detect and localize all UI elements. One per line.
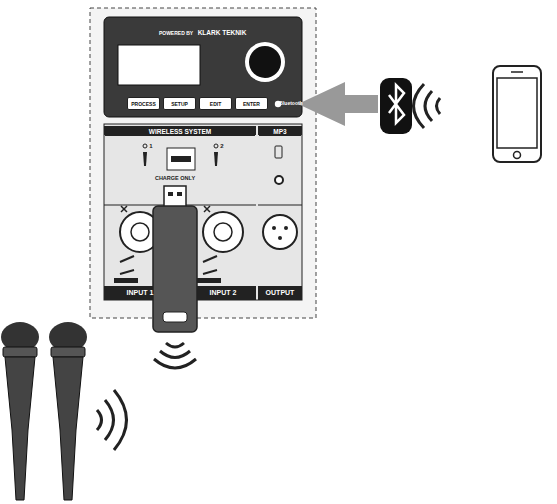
button: ENTER: [235, 97, 268, 110]
section-heading: MP3: [258, 126, 302, 135]
panel-label: INPUT 2: [210, 289, 237, 296]
knob: [249, 46, 281, 78]
microphone: [1, 322, 39, 500]
smartphone: [493, 66, 541, 162]
led: [143, 144, 147, 148]
xlr-output: [263, 215, 297, 249]
phone-icon: [275, 146, 282, 158]
io-panel: [104, 124, 302, 300]
panel-label: INPUT 1: [127, 289, 154, 296]
section-heading: WIRELESS SYSTEM: [104, 126, 256, 135]
button: SETUP: [163, 97, 196, 110]
button-label: EDIT: [210, 101, 221, 107]
panel-label: OUTPUT: [266, 289, 295, 296]
panel-label: KLARK TEKNIK: [198, 30, 247, 37]
usb-plug: [164, 186, 186, 208]
display: [118, 45, 200, 85]
arrow: [298, 82, 378, 126]
panel-label: Bluetooth: [279, 101, 302, 106]
usb-port: [167, 148, 195, 170]
usb-stick: [153, 206, 197, 332]
mic-icon: [143, 152, 147, 166]
button: EDIT: [199, 97, 232, 110]
panel-outline: [90, 8, 316, 318]
button-label: ENTER: [243, 101, 260, 107]
mini-jack: [275, 176, 283, 184]
panel-label: POWERED BY: [159, 31, 193, 36]
usb-loop: [163, 312, 187, 322]
microphone: [49, 322, 87, 500]
led: [214, 144, 218, 148]
button-label: WIRELESS SYSTEM: [105, 127, 255, 136]
panel-label: 1: [149, 143, 152, 149]
mic-icon: [214, 152, 218, 166]
divider: [258, 205, 302, 206]
button: PROCESS: [127, 97, 160, 110]
panel-label: 2: [220, 143, 223, 149]
button-label: SETUP: [171, 101, 188, 107]
control-panel: [104, 17, 302, 117]
button-label: MP3: [259, 127, 301, 136]
bluetooth-symbol: [380, 78, 412, 134]
button-label: PROCESS: [131, 101, 155, 107]
knob-ring: [245, 42, 285, 82]
usb-slot: [171, 156, 191, 162]
panel-label: CHARGE ONLY: [154, 176, 196, 182]
